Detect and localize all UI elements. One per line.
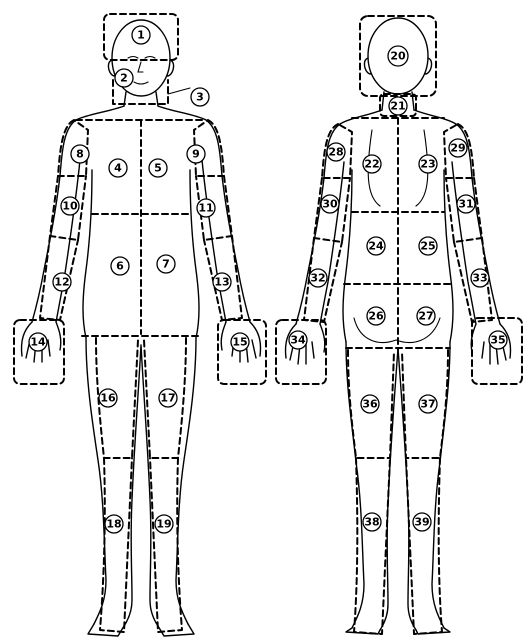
svg-text:20: 20 (390, 50, 406, 63)
svg-text:27: 27 (418, 310, 433, 323)
svg-text:32: 32 (310, 272, 325, 285)
svg-text:38: 38 (364, 516, 379, 529)
svg-text:22: 22 (364, 158, 379, 171)
badge-9: 9 (187, 145, 205, 163)
svg-text:14: 14 (30, 336, 46, 349)
badge-25: 25 (419, 237, 437, 255)
badge-35: 35 (489, 331, 507, 349)
badge-16: 16 (99, 389, 117, 407)
svg-text:15: 15 (232, 336, 247, 349)
svg-text:39: 39 (414, 516, 429, 529)
svg-text:26: 26 (368, 310, 384, 323)
svg-text:17: 17 (160, 392, 175, 405)
svg-text:8: 8 (76, 148, 84, 161)
svg-text:25: 25 (420, 240, 435, 253)
svg-text:21: 21 (390, 100, 405, 113)
torso-center-line (76, 120, 206, 334)
svg-text:1: 1 (137, 29, 145, 42)
svg-text:7: 7 (162, 258, 170, 271)
front-badges: 1 2 3 4 5 6 7 8 9 10 11 12 13 14 15 16 1… (29, 26, 249, 533)
badge-10: 10 (61, 197, 79, 215)
svg-text:5: 5 (154, 162, 162, 175)
svg-text:36: 36 (362, 398, 378, 411)
back-legs-outline (346, 342, 450, 630)
badge-7: 7 (157, 255, 175, 273)
front-left-eye (128, 57, 138, 59)
badge-5: 5 (149, 159, 167, 177)
svg-text:11: 11 (198, 202, 213, 215)
front-nose (138, 62, 143, 72)
badge-3: 3 (191, 88, 209, 106)
badge-34: 34 (289, 331, 307, 349)
badge-21: 21 (389, 97, 407, 115)
badge-24: 24 (367, 237, 385, 255)
svg-text:13: 13 (214, 276, 229, 289)
badge-14: 14 (29, 333, 47, 351)
badge-29: 29 (449, 139, 467, 157)
label-3-leader-line (168, 88, 190, 94)
front-mouth (134, 82, 148, 84)
front-right-eye (145, 57, 155, 59)
region-34 (276, 320, 326, 384)
badge-4: 4 (109, 159, 127, 177)
badge-1: 1 (132, 26, 150, 44)
svg-text:33: 33 (472, 272, 487, 285)
badge-26: 26 (367, 307, 385, 325)
badge-39: 39 (413, 513, 431, 531)
svg-text:28: 28 (328, 146, 343, 159)
badge-8: 8 (71, 145, 89, 163)
svg-text:16: 16 (100, 392, 116, 405)
svg-text:4: 4 (114, 162, 122, 175)
svg-text:19: 19 (156, 518, 171, 531)
svg-text:3: 3 (196, 91, 204, 104)
svg-text:12: 12 (54, 276, 69, 289)
badge-22: 22 (363, 155, 381, 173)
svg-text:35: 35 (490, 334, 505, 347)
badge-13: 13 (213, 273, 231, 291)
svg-text:31: 31 (458, 198, 473, 211)
badge-28: 28 (327, 143, 345, 161)
front-figure (21, 20, 260, 636)
badge-23: 23 (419, 155, 437, 173)
badge-30: 30 (321, 195, 339, 213)
badge-11: 11 (197, 199, 215, 217)
svg-text:9: 9 (192, 148, 200, 161)
region-38 (354, 458, 390, 634)
badge-32: 32 (309, 269, 327, 287)
badge-27: 27 (417, 307, 435, 325)
svg-text:6: 6 (116, 260, 124, 273)
svg-text:37: 37 (420, 398, 435, 411)
badge-2: 2 (115, 69, 133, 87)
svg-text:10: 10 (62, 200, 78, 213)
svg-text:24: 24 (368, 240, 384, 253)
svg-text:29: 29 (450, 142, 465, 155)
badge-17: 17 (159, 389, 177, 407)
badge-37: 37 (419, 395, 437, 413)
badge-20: 20 (388, 46, 408, 66)
front-regions (14, 14, 266, 632)
svg-text:18: 18 (106, 518, 121, 531)
badge-36: 36 (361, 395, 379, 413)
svg-text:2: 2 (120, 72, 128, 85)
svg-text:34: 34 (290, 334, 306, 347)
region-15 (218, 320, 266, 384)
region-39 (406, 458, 442, 634)
badge-19: 19 (155, 515, 173, 533)
svg-text:30: 30 (322, 198, 338, 211)
badge-33: 33 (471, 269, 489, 287)
badge-15: 15 (231, 333, 249, 351)
badge-18: 18 (105, 515, 123, 533)
badge-31: 31 (457, 195, 475, 213)
badge-38: 38 (363, 513, 381, 531)
badge-6: 6 (111, 257, 129, 275)
badge-12: 12 (53, 273, 71, 291)
svg-text:23: 23 (420, 158, 435, 171)
